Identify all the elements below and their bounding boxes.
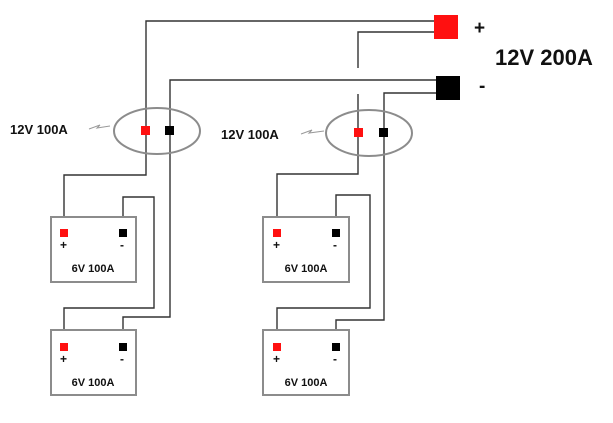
group-positive-terminal: [141, 126, 150, 135]
group-positive-terminal: [354, 128, 363, 137]
battery-case: [50, 329, 137, 396]
battery-positive-terminal: [60, 229, 68, 237]
battery-positive-terminal: [273, 343, 281, 351]
wire-left-batt1neg-to-batt2pos: [63, 196, 155, 344]
wire-main-negative-left: [169, 79, 436, 130]
battery-positive-terminal: [273, 229, 281, 237]
group-rating-label: 12V 100A: [221, 127, 279, 142]
wires: [63, 20, 436, 344]
battery-top-right: + - 6V 100A: [262, 216, 350, 283]
wire-main-negative-right: [383, 92, 436, 132]
battery-negative-terminal: [119, 343, 127, 351]
battery-negative-symbol: -: [120, 238, 124, 252]
battery-negative-terminal: [332, 229, 340, 237]
battery-positive-terminal: [60, 343, 68, 351]
group-negative-terminal: [165, 126, 174, 135]
battery-label: 6V 100A: [285, 377, 328, 389]
main-negative-symbol: -: [479, 76, 485, 97]
battery-negative-symbol: -: [333, 352, 337, 366]
group-ellipse: [113, 107, 201, 155]
main-positive-symbol: +: [474, 18, 485, 39]
group-negative-terminal: [379, 128, 388, 137]
battery-negative-terminal: [332, 343, 340, 351]
main-positive-terminal: [434, 15, 458, 39]
series-group-left: 12V 100A: [10, 107, 201, 155]
battery-positive-symbol: +: [60, 352, 67, 366]
group-label-pointer: [88, 124, 111, 130]
battery-case: [262, 216, 350, 283]
battery-negative-symbol: -: [120, 352, 124, 366]
battery-label: 6V 100A: [285, 263, 328, 275]
battery-bottom-left: + - 6V 100A: [50, 329, 137, 396]
battery-label: 6V 100A: [72, 377, 115, 389]
battery-top-left: + - 6V 100A: [50, 216, 137, 283]
battery-case: [262, 329, 350, 396]
group-ellipse: [325, 109, 413, 157]
battery-label: 6V 100A: [72, 263, 115, 275]
system-rating-label: 12V 200A: [495, 45, 593, 70]
battery-negative-symbol: -: [333, 238, 337, 252]
wire-main-positive-left: [145, 20, 434, 130]
group-rating-label: 12V 100A: [10, 122, 68, 137]
main-terminals: + - 12V 200A: [434, 15, 593, 100]
wire-main-positive-right: [357, 31, 434, 68]
battery-positive-symbol: +: [273, 238, 280, 252]
wire-left-pos-to-batt1: [63, 130, 147, 230]
group-label-pointer: [300, 129, 325, 135]
battery-negative-terminal: [119, 229, 127, 237]
battery-bottom-right: + - 6V 100A: [262, 329, 350, 396]
series-group-right: 12V 100A: [221, 109, 413, 157]
main-negative-terminal: [436, 76, 460, 100]
wire-right-pos-to-batt3: [276, 132, 359, 230]
wire-right-batt3neg-to-batt4pos: [276, 194, 371, 344]
battery-case: [50, 216, 137, 283]
battery-positive-symbol: +: [60, 238, 67, 252]
battery-positive-symbol: +: [273, 352, 280, 366]
